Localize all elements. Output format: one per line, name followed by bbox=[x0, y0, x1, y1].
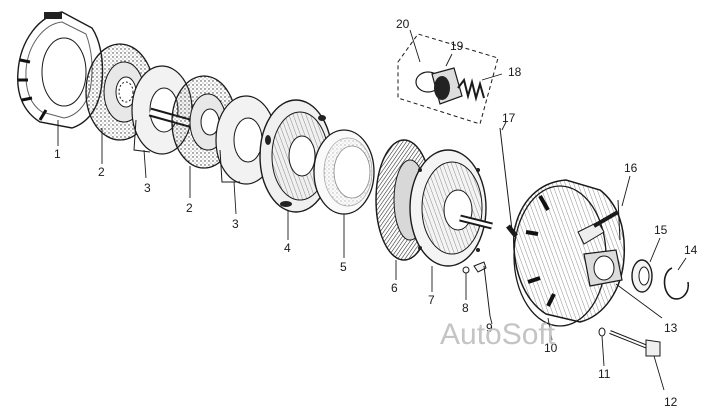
part-12-long-bolt bbox=[609, 330, 661, 357]
callout-4: 4 bbox=[284, 241, 291, 255]
callout-3a: 3 bbox=[144, 181, 151, 195]
callout-2b: 2 bbox=[186, 201, 193, 215]
part-10-cylinder-body bbox=[513, 179, 626, 327]
watermark: AutoSoft bbox=[440, 318, 556, 351]
callout-1: 1 bbox=[54, 147, 61, 161]
callout-13: 13 bbox=[664, 321, 678, 335]
part-18-spring bbox=[457, 77, 485, 102]
part-13-boss bbox=[583, 249, 623, 287]
callout-7: 7 bbox=[428, 293, 435, 307]
callout-11: 11 bbox=[598, 367, 611, 381]
part-16-fitting bbox=[577, 199, 621, 245]
valve-group-frame bbox=[397, 33, 499, 125]
part-15-ring bbox=[631, 259, 653, 293]
callout-15: 15 bbox=[654, 223, 668, 237]
leader-lines bbox=[57, 29, 687, 391]
callout-2a: 2 bbox=[98, 165, 105, 179]
part-5-cover-cap bbox=[313, 129, 375, 215]
callout-16: 16 bbox=[624, 161, 638, 175]
callouts: 1 2 3 2 3 4 5 6 7 8 9 10 11 12 13 14 15 … bbox=[54, 17, 698, 409]
callout-18: 18 bbox=[508, 65, 522, 79]
callout-5: 5 bbox=[340, 260, 347, 274]
part-8-nut bbox=[462, 266, 470, 274]
callout-3b: 3 bbox=[232, 217, 239, 231]
part-19-valve-body bbox=[431, 67, 463, 105]
callout-19: 19 bbox=[450, 39, 464, 53]
callout-14: 14 bbox=[684, 243, 698, 257]
callout-6: 6 bbox=[391, 281, 398, 295]
part-1-housing bbox=[17, 11, 104, 129]
part-9-bolt bbox=[473, 261, 491, 317]
part-7-flanged-drum bbox=[409, 149, 493, 267]
callout-9: 9 bbox=[486, 321, 493, 335]
callout-17: 17 bbox=[502, 111, 516, 125]
callout-10: 10 bbox=[544, 341, 558, 355]
part-17-pin bbox=[499, 127, 518, 238]
part-11-washer bbox=[598, 327, 606, 337]
callout-8: 8 bbox=[462, 301, 469, 315]
callout-20: 20 bbox=[396, 17, 410, 31]
part-14-circlip bbox=[663, 267, 690, 300]
callout-12: 12 bbox=[664, 395, 678, 409]
